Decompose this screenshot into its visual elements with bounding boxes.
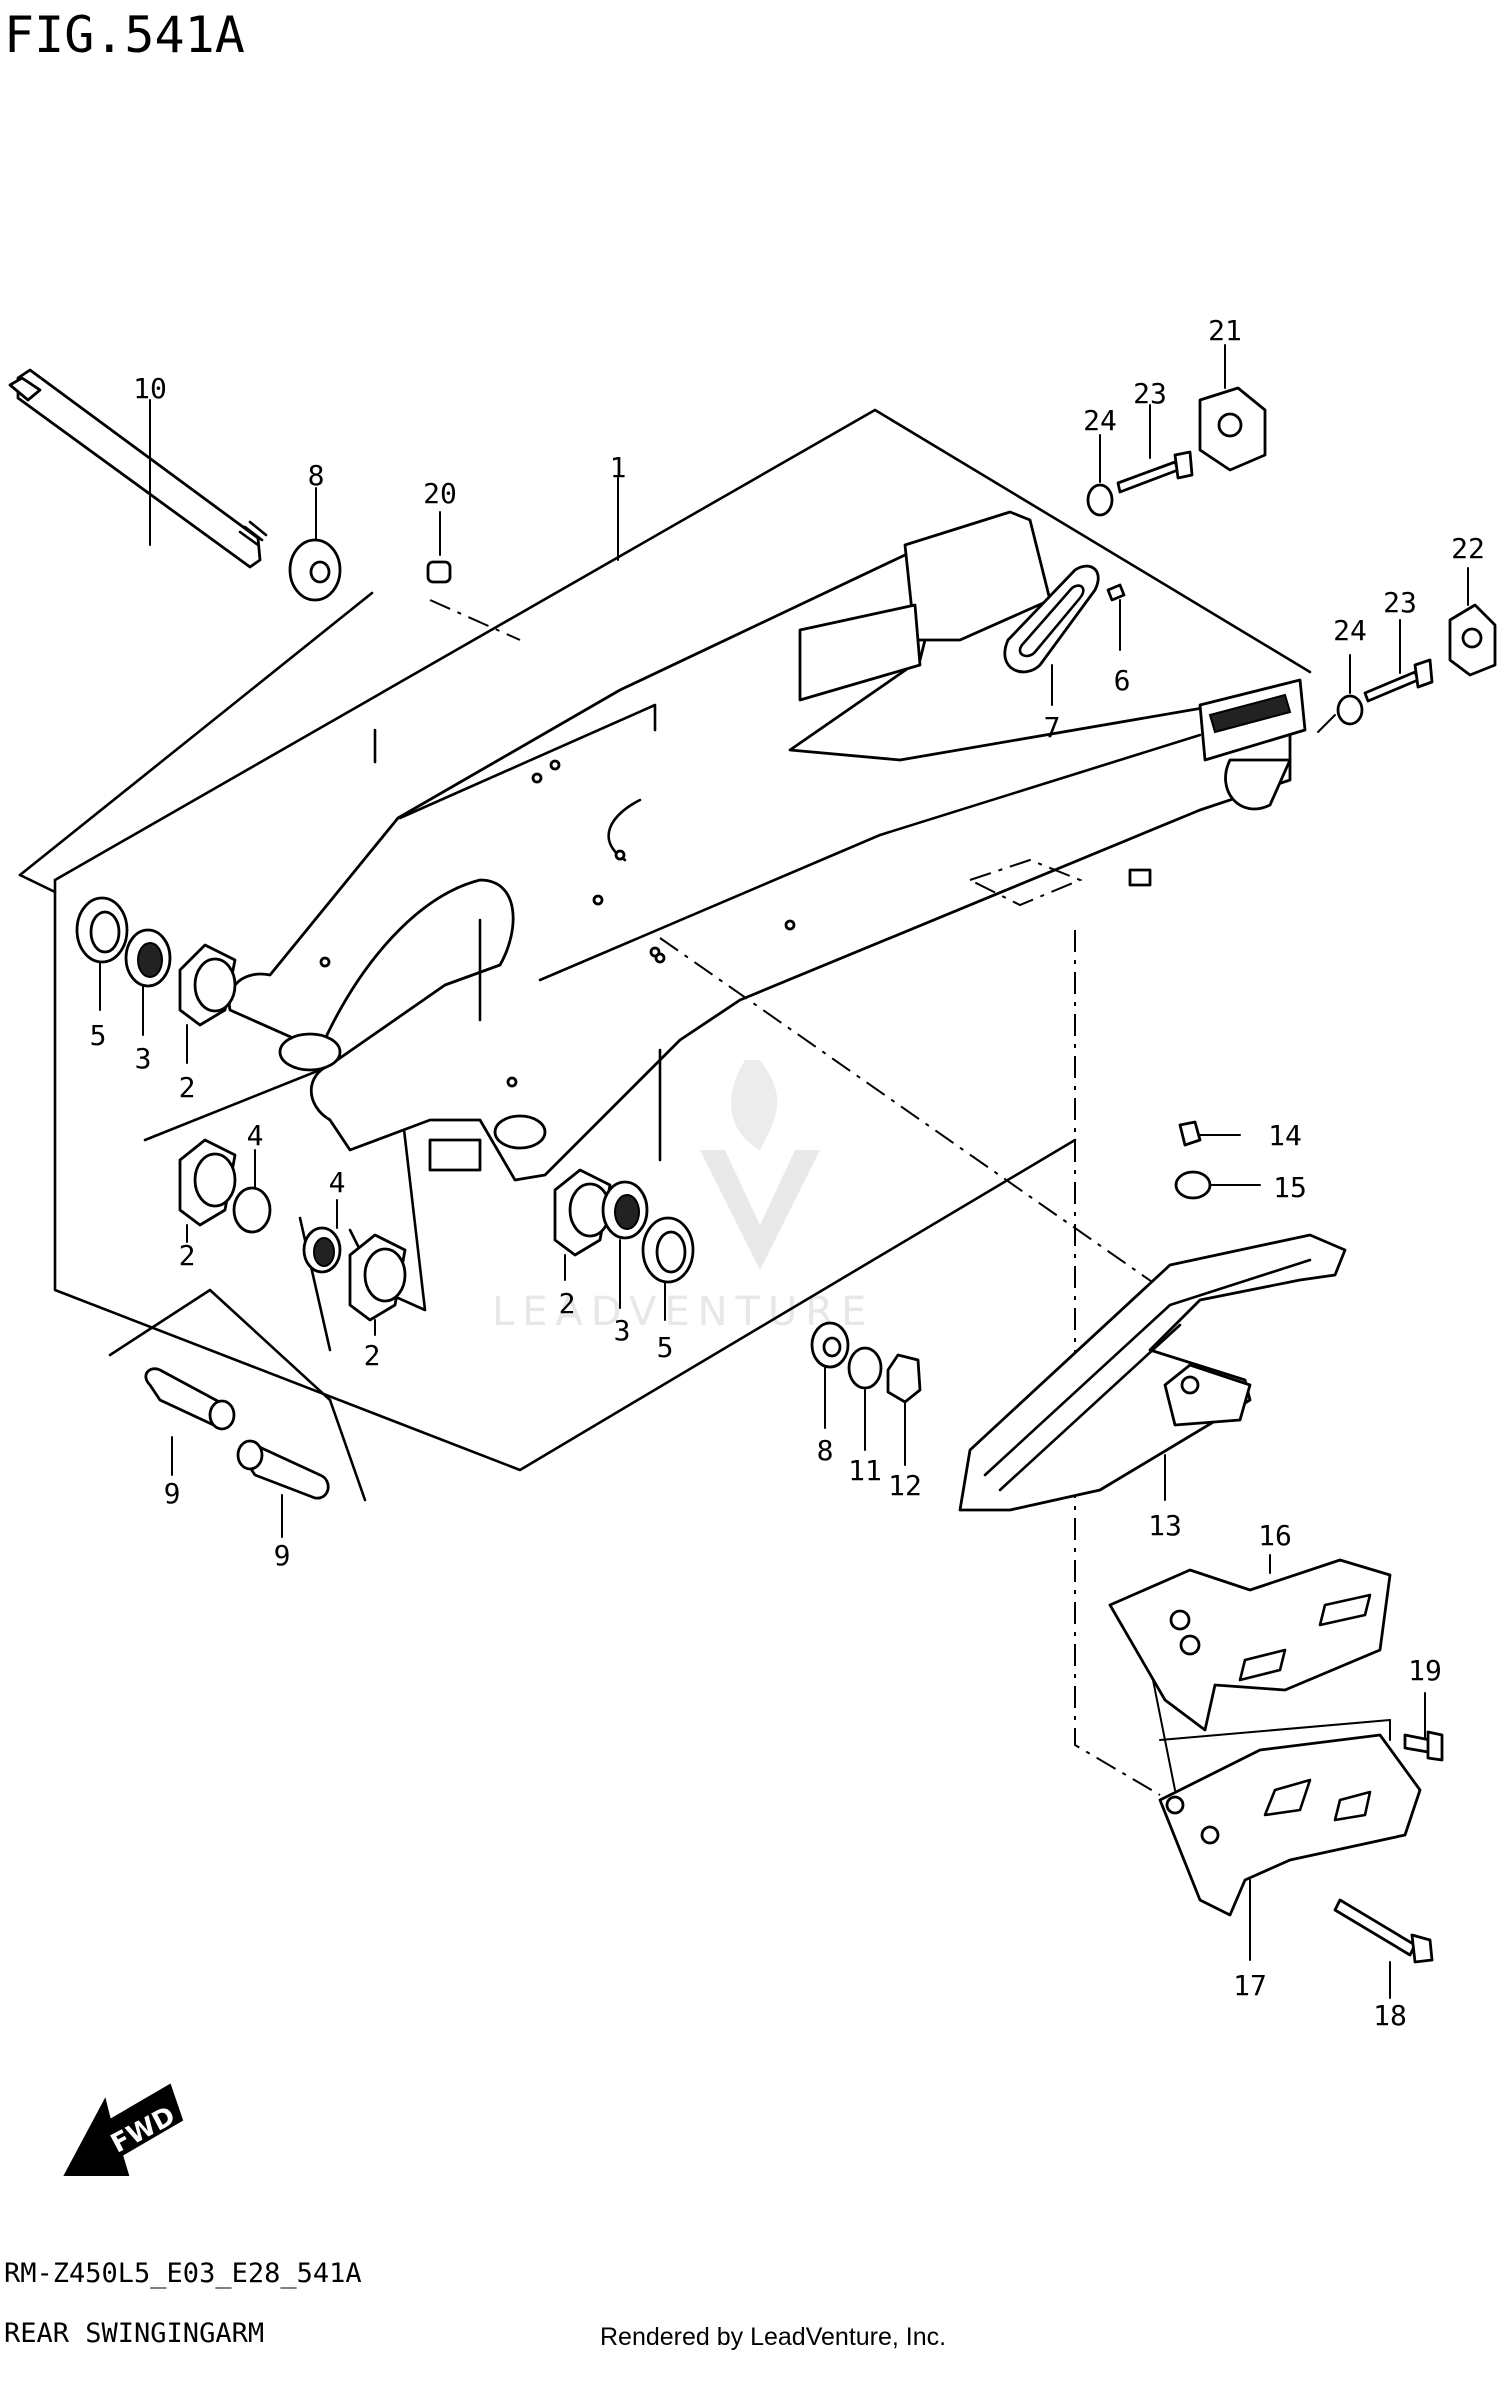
leader-lines: [99, 344, 1469, 1999]
nut-12: [886, 1353, 922, 1404]
callout-8-lower: 8: [817, 1434, 834, 1467]
callout-4-b: 4: [329, 1166, 346, 1199]
chain-guide-16: [1108, 1558, 1392, 1732]
render-credit: Rendered by LeadVenture, Inc.: [600, 2323, 946, 2351]
callout-18: 18: [1373, 1999, 1407, 2032]
callout-14: 14: [1268, 1119, 1302, 1152]
swingarm-body: [227, 510, 1307, 1182]
callout-1: 1: [610, 451, 627, 484]
callout-3-left: 3: [135, 1042, 152, 1075]
callout-4-a: 4: [247, 1119, 264, 1152]
bolt-23-upper: [1116, 460, 1180, 494]
callout-8-upper: 8: [308, 459, 325, 492]
callout-12: 12: [888, 1469, 922, 1502]
callout-2-left: 2: [179, 1071, 196, 1104]
callout-9-b: 9: [274, 1539, 291, 1572]
callout-15: 15: [1273, 1171, 1307, 1204]
callout-2-mid-b: 2: [364, 1339, 381, 1372]
callout-5-right: 5: [657, 1331, 674, 1364]
callout-labels: 10 8 20 1 24 23 21 22 23 24 6 7 5 3 2 4 …: [90, 314, 1485, 2032]
washer-8-upper-hole: [309, 560, 331, 584]
callout-6: 6: [1114, 664, 1131, 697]
watermark: LEADVENTURE: [492, 1060, 874, 1335]
chain-guide-17: [1158, 1733, 1422, 1917]
callout-2-right: 2: [559, 1287, 576, 1320]
figure-title: FIG.541A: [4, 6, 245, 64]
fwd-arrow: FWD: [63, 2083, 184, 2176]
callout-22: 22: [1451, 532, 1485, 565]
model-code: RM-Z450L5_E03_E28_541A: [4, 2258, 362, 2289]
pivot-shaft-10: [8, 368, 268, 569]
callout-21: 21: [1208, 314, 1242, 347]
callout-20: 20: [423, 477, 457, 510]
callout-24-lower: 24: [1333, 614, 1367, 647]
callout-11: 11: [848, 1454, 882, 1487]
chain-slider-13: [958, 1233, 1347, 1512]
callout-7: 7: [1044, 711, 1061, 744]
callout-2-mid-a: 2: [179, 1239, 196, 1272]
screw-6: [1106, 583, 1126, 602]
figure-name: REAR SWINGINGARM: [4, 2318, 264, 2349]
callout-19: 19: [1408, 1654, 1442, 1687]
callout-9-a: 9: [164, 1477, 181, 1510]
bolt-18: [1333, 1898, 1417, 1957]
callout-5-left: 5: [90, 1019, 107, 1052]
nut-20: [426, 560, 452, 584]
washer-24-upper: [1086, 483, 1114, 517]
plate-7: [1003, 564, 1100, 674]
bolt-23-lower: [1363, 670, 1420, 703]
washer-24-lower: [1336, 694, 1364, 726]
leader-guides: [429, 599, 1336, 1301]
callout-23-upper: 23: [1133, 377, 1167, 410]
watermark-text: LEADVENTURE: [492, 1289, 874, 1335]
bolt-19: [1403, 1733, 1432, 1754]
callout-17: 17: [1233, 1969, 1267, 2002]
callout-3-right: 3: [614, 1314, 631, 1347]
callout-16: 16: [1258, 1519, 1292, 1552]
callout-13: 13: [1148, 1509, 1182, 1542]
callout-10: 10: [133, 372, 167, 405]
seal-4-mid-a: [232, 1186, 272, 1234]
washer-15: [1174, 1170, 1212, 1200]
washer-11: [847, 1346, 883, 1390]
callout-23-lower: 23: [1383, 586, 1417, 619]
screw-14: [1178, 1120, 1202, 1147]
callout-24-upper: 24: [1083, 404, 1117, 437]
